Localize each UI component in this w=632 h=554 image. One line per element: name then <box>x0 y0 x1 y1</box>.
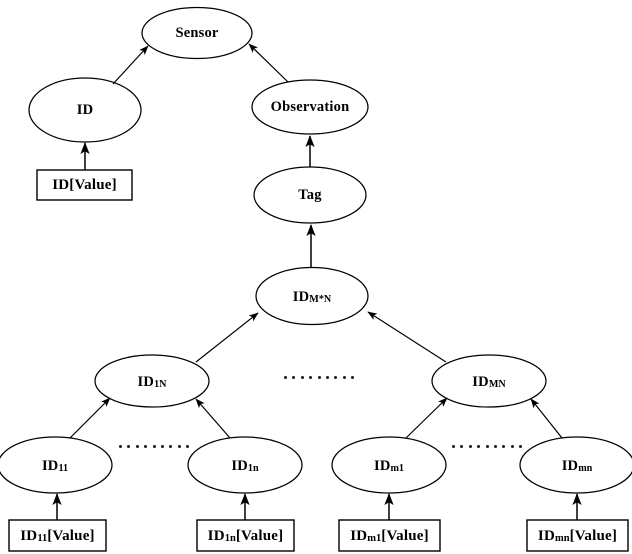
node-id-m-star-n <box>255 266 369 326</box>
box-id-m1-value <box>338 519 441 552</box>
edge-id-MN-to-id-m-star-n <box>367 311 447 363</box>
node-id <box>28 77 142 143</box>
edge-observation-to-sensor <box>248 43 289 83</box>
box-id-1n-value <box>196 519 295 552</box>
box-id-11-value <box>8 519 107 552</box>
node-tag <box>253 166 367 224</box>
box-id-mn-value <box>526 519 629 552</box>
edge-id-11-to-id-1N <box>69 397 111 439</box>
node-id-1N <box>94 354 210 408</box>
node-id-MN <box>431 354 547 408</box>
node-sensor <box>141 6 253 60</box>
edge-id-mn-to-id-MN <box>530 398 563 439</box>
edge-id-1n-to-id-1N <box>195 398 231 439</box>
node-id-m1 <box>331 436 447 494</box>
edge-id-1N-to-id-m-star-n <box>195 312 259 363</box>
node-id-mn <box>519 436 632 494</box>
node-id-1n <box>187 436 303 494</box>
box-id-value <box>36 169 133 201</box>
node-id-11 <box>0 436 113 494</box>
node-observation <box>251 79 369 135</box>
edge-id-m1-to-id-MN <box>405 397 448 439</box>
edge-id-to-sensor <box>112 45 149 85</box>
